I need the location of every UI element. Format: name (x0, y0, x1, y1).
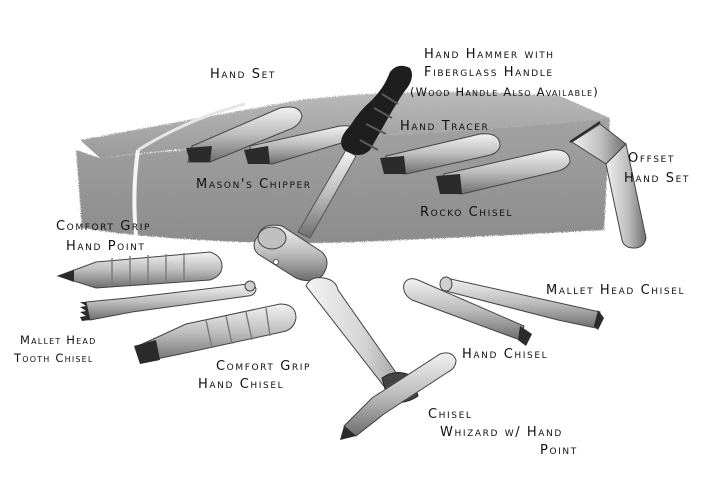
mallet-head-chisel-tool (439, 276, 604, 330)
mallet-head-tooth-chisel-tool (80, 280, 257, 321)
label-rocko-chisel: Rocko Chisel (420, 205, 513, 220)
label-masons-chipper: Mason's Chipper (196, 177, 312, 192)
label-whizard-line2: Whizard w/ Hand (440, 425, 563, 440)
label-whizard-line1: Chisel (428, 407, 473, 422)
label-hand-tracer: Hand Tracer (400, 119, 489, 134)
comfort-grip-hand-chisel-tool (134, 303, 297, 364)
label-whizard-line3: Point (540, 443, 578, 458)
label-mallet-head-chisel: Mallet Head Chisel (546, 283, 685, 298)
label-mallet-tooth-line1: Mallet Head (20, 333, 96, 347)
offset-hand-set-tool (569, 121, 647, 249)
label-comfort-grip-point-line1: Comfort Grip (56, 219, 151, 234)
label-hand-set: Hand Set (210, 67, 276, 82)
hand-tracer-tool (380, 133, 501, 175)
rocko-chisel-tool (436, 149, 571, 195)
hand-chisel-tool (403, 278, 532, 346)
label-hand-hammer-line1: Hand Hammer with (424, 47, 555, 62)
label-hand-hammer-line3: (Wood Handle Also Available) (410, 85, 599, 99)
label-comfort-grip-chisel-line1: Comfort Grip (216, 359, 311, 374)
comfort-grip-hand-point-tool (56, 251, 223, 289)
hand-set-tool (186, 106, 303, 163)
label-comfort-grip-chisel-line2: Hand Chisel (198, 377, 284, 392)
label-hand-chisel: Hand Chisel (462, 347, 548, 362)
label-offset-line2: Hand Set (624, 171, 690, 186)
chisel-whizard-tool (305, 277, 457, 440)
stone-block-score-line (132, 149, 140, 237)
label-comfort-grip-point-line2: Hand Point (66, 239, 146, 254)
stone-block-score-line-top (137, 102, 246, 152)
label-offset-line1: Offset (628, 151, 675, 166)
label-mallet-tooth-line2: Tooth Chisel (13, 351, 94, 365)
hand-hammer-tool (253, 65, 412, 282)
label-hand-hammer-line2: Fiberglass Handle (424, 65, 554, 80)
